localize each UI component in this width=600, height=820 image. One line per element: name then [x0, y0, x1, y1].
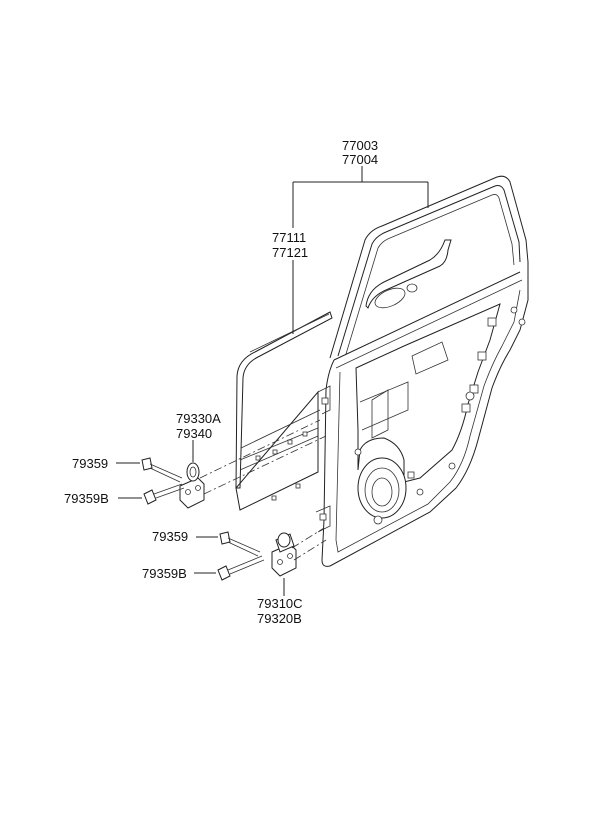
bolt-lower-79359b [217, 555, 265, 581]
label-panel-2: 77121 [272, 245, 308, 260]
lower-hinge [271, 532, 297, 577]
bolt-upper-79359b [143, 483, 185, 505]
label-door-assy-1: 77003 [342, 138, 378, 153]
label-bolt-upper-a: 79359 [72, 456, 108, 471]
door-outer-panel [235, 311, 333, 511]
door-inner-frame [315, 175, 529, 567]
label-upper-hinge-1: 79330A [176, 411, 221, 426]
bolt-lower-79359 [219, 531, 261, 557]
label-lower-hinge-2: 79320B [257, 611, 302, 626]
bolt-upper-79359 [141, 457, 183, 483]
label-bolt-lower-b: 79359B [142, 566, 187, 581]
alignment-lines [199, 419, 327, 561]
leader-lines [116, 166, 429, 596]
upper-hinge [179, 462, 205, 509]
label-upper-hinge-2: 79340 [176, 426, 212, 441]
label-bolt-upper-b: 79359B [64, 491, 109, 506]
label-panel-1: 77111 [272, 230, 306, 245]
label-bolt-lower-a: 79359 [152, 529, 188, 544]
label-door-assy-2: 77004 [342, 152, 378, 167]
label-lower-hinge-1: 79310C [257, 596, 303, 611]
